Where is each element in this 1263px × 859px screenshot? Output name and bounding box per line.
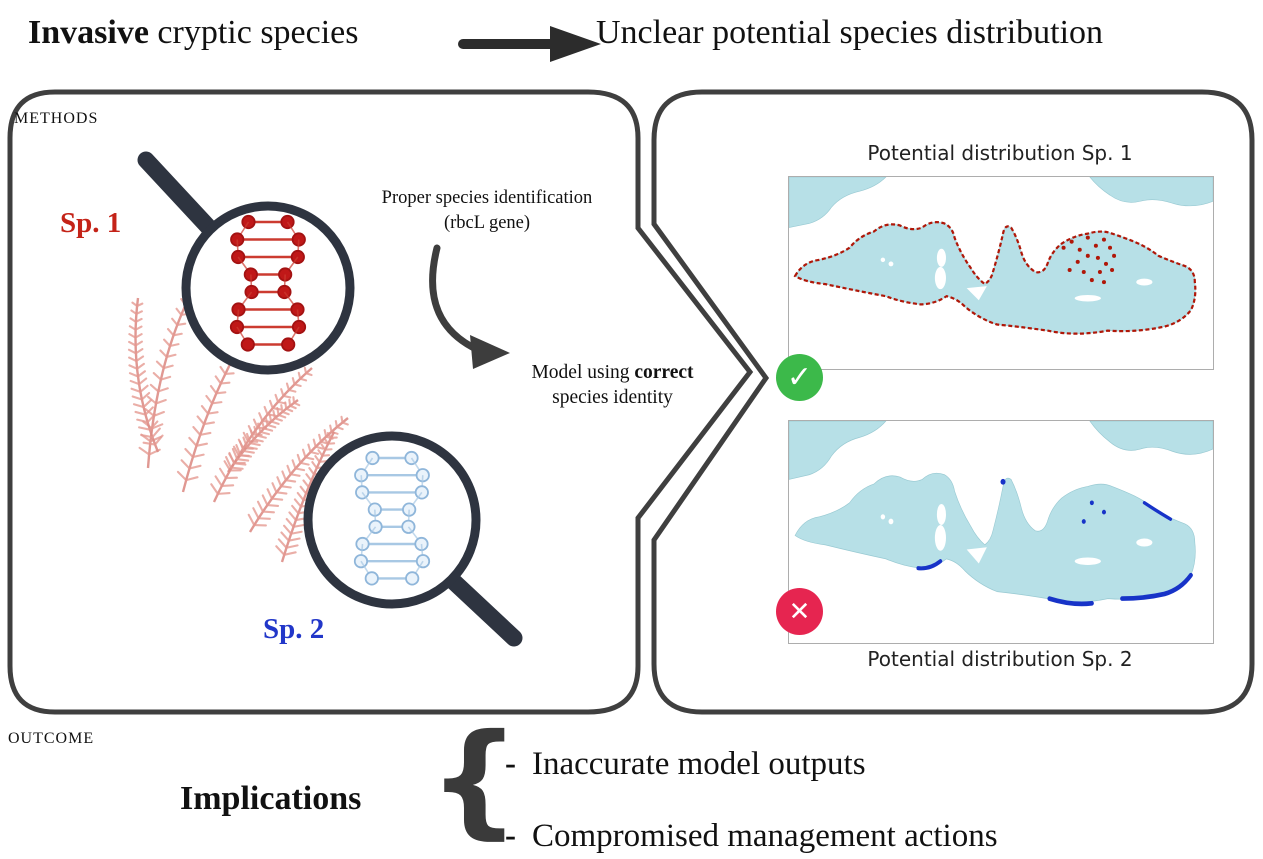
header-arrow-icon — [458, 26, 601, 62]
map-sp2-svg — [789, 421, 1213, 607]
model-line1: Model using correct — [505, 360, 720, 385]
model-line1-bold: correct — [634, 362, 694, 383]
map-sp1 — [788, 176, 1214, 370]
outcome-panel-label: OUTCOME — [8, 730, 95, 747]
bullet-inaccurate-outputs: -Inaccurate model outputs — [505, 746, 866, 783]
dna-helix-sp1-icon — [229, 214, 307, 352]
curved-arrow-icon — [429, 244, 482, 354]
check-icon: ✓ — [776, 354, 823, 401]
bullet-compromised-actions: -Compromised management actions — [505, 818, 998, 855]
map-sp2 — [788, 420, 1214, 644]
curved-arrow-head-icon — [470, 335, 510, 369]
bullet1-dash: - — [505, 746, 516, 782]
header-invasive-rest: cryptic species — [148, 14, 359, 51]
implications-label: Implications — [180, 780, 362, 817]
identification-line2: (rbcL gene) — [443, 212, 531, 233]
model-text: Model using correct species identity — [505, 360, 720, 411]
curly-brace-icon: { — [428, 706, 521, 852]
map2-title: Potential distribution Sp. 2 — [867, 647, 1133, 671]
magnifier2-lens-icon — [303, 431, 481, 609]
magnifier1-handle-icon — [137, 151, 221, 240]
sp1-label: Sp. 1 — [60, 207, 122, 239]
sp2-label: Sp. 2 — [263, 613, 325, 645]
cross-icon: ✕ — [776, 588, 823, 635]
seaweed-illustration — [127, 251, 349, 563]
bullet2-text: Compromised management actions — [532, 818, 998, 854]
header-right-text: Unclear potential species distribution — [596, 14, 1104, 51]
header-invasive-bold: Invasive — [28, 14, 149, 51]
identification-line1: Proper species identification — [381, 188, 593, 208]
dna-helix-sp2-icon — [353, 450, 431, 586]
model-line2: species identity — [552, 387, 673, 409]
bullet1-text: Inaccurate model outputs — [532, 746, 866, 782]
magnifier1-lens-icon — [181, 201, 355, 375]
bullet2-dash: - — [505, 818, 516, 854]
header-left-text: Invasive cryptic species — [28, 14, 359, 52]
map-sp1-svg — [789, 177, 1213, 335]
sp1-presence-overlay — [793, 221, 1197, 335]
map1-title: Potential distribution Sp. 1 — [867, 141, 1133, 165]
identification-text: Proper species identification (rbcL gene… — [358, 186, 616, 236]
model-line1-pre: Model using — [531, 362, 635, 383]
sp2-presence-overlay — [916, 478, 1193, 607]
methods-panel-label: METHODS — [14, 110, 99, 127]
magnifier2-handle-icon — [443, 571, 523, 647]
